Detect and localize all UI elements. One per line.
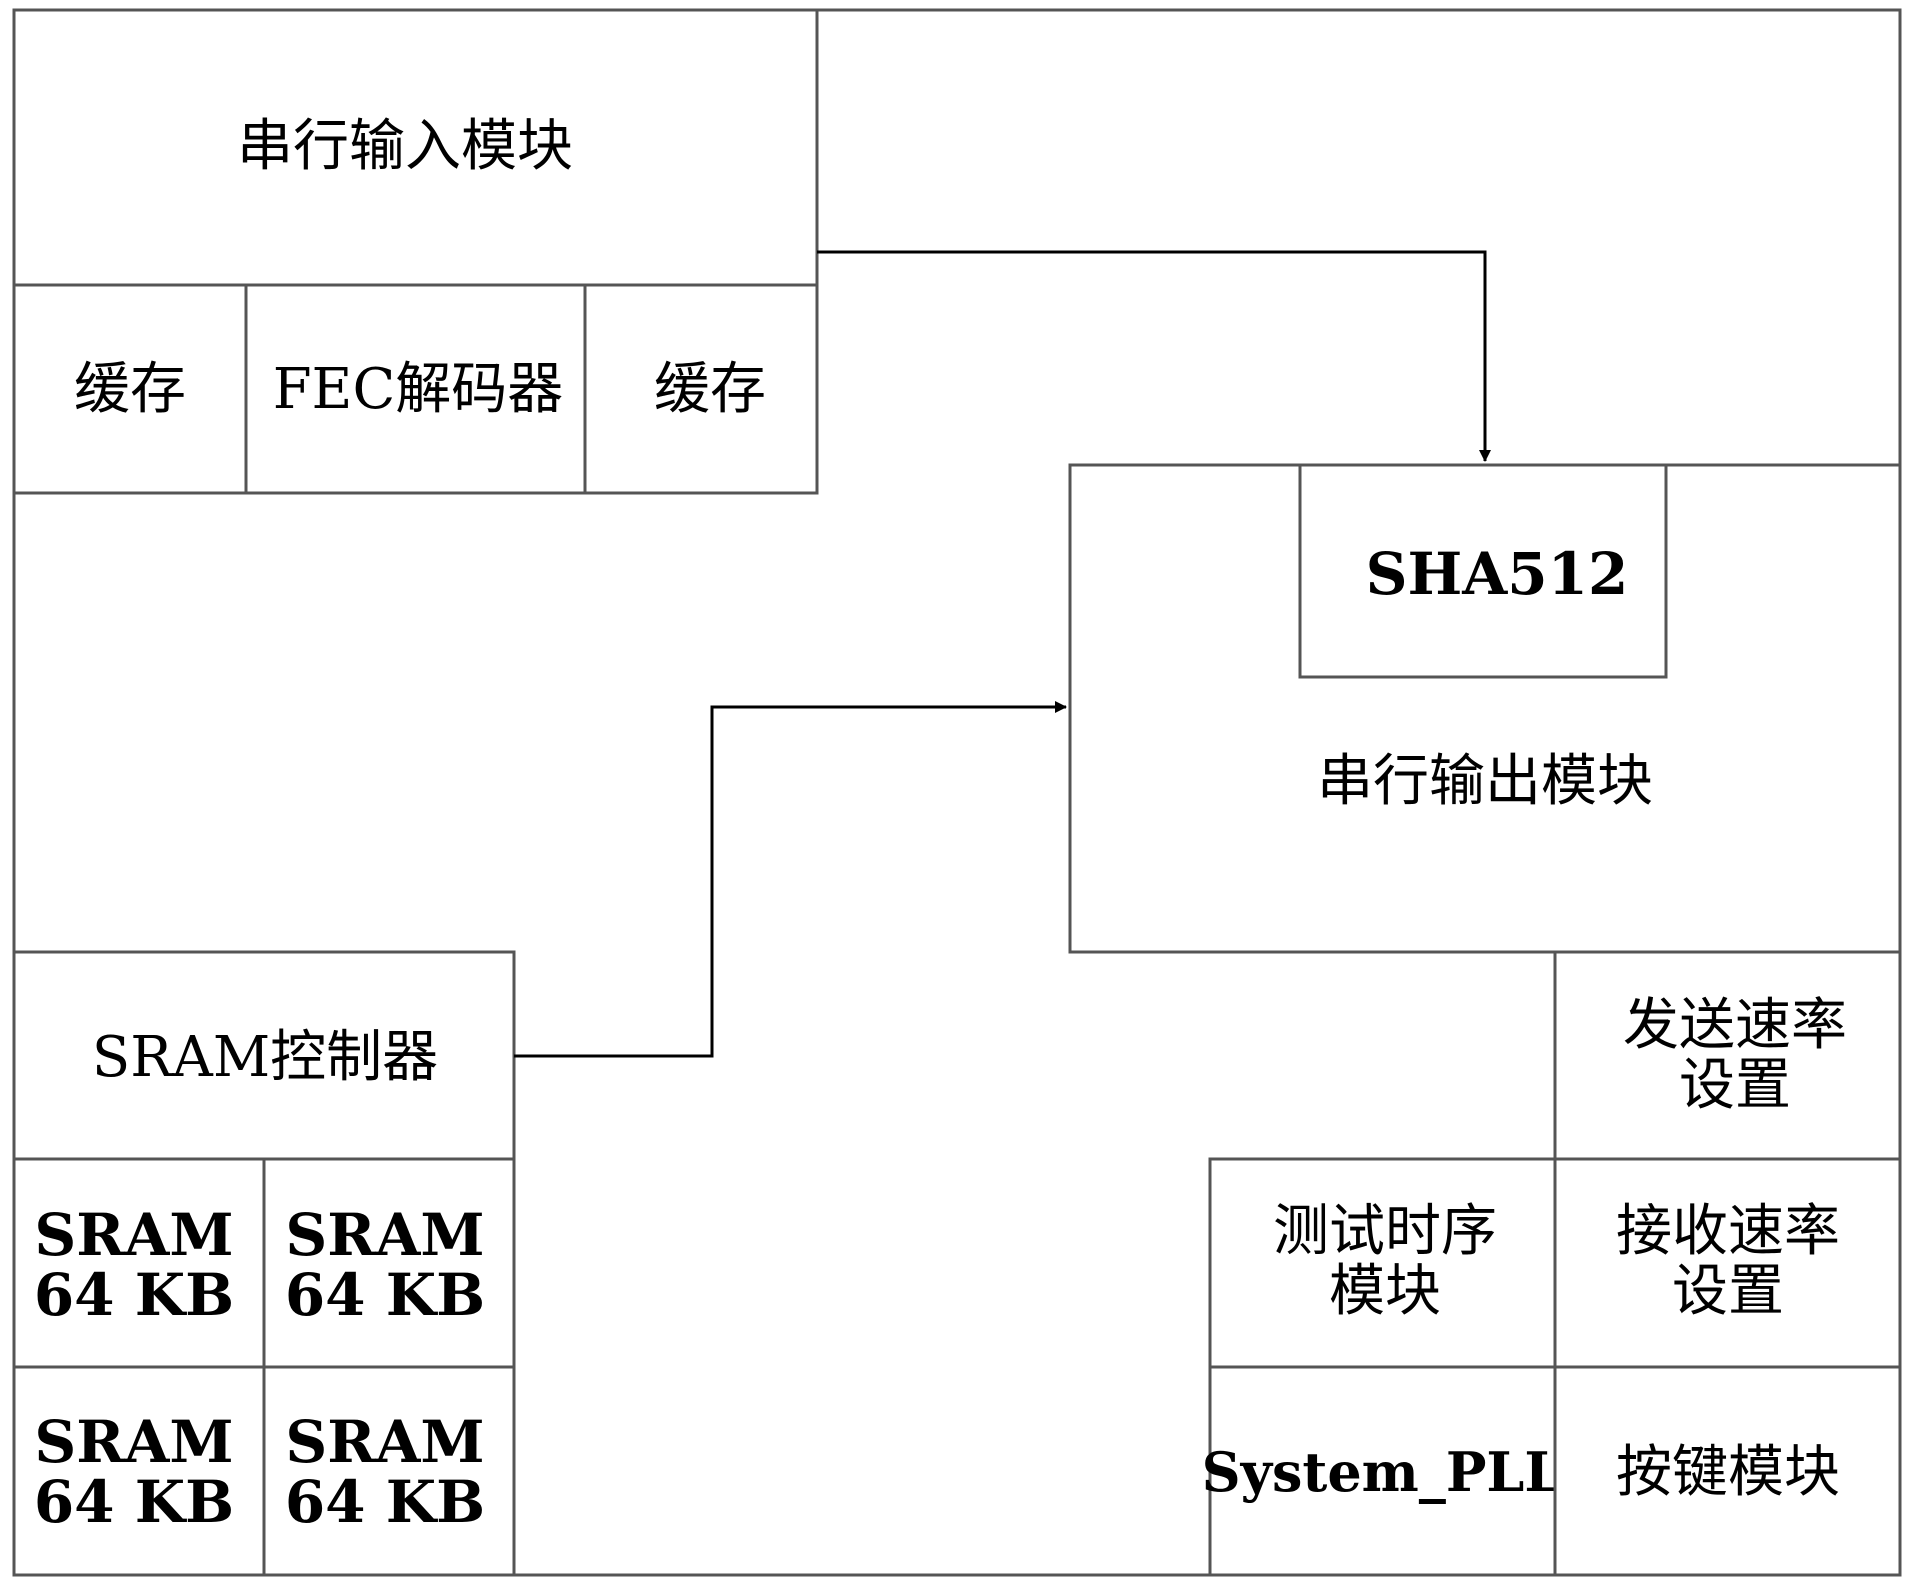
sram-bank-line1: SRAM (285, 1201, 484, 1269)
system-pll-block: System_PLL (1202, 1365, 1563, 1577)
key-module-block: 按键模块 (1553, 1365, 1902, 1577)
sram-bank-line2: 64 KB (285, 1468, 485, 1536)
sram-bank-line1: SRAM (34, 1408, 233, 1476)
sram-bank-box (262, 1365, 516, 1577)
serial-output-label: 串行输出模块 (1317, 749, 1653, 814)
serial-input-module: 串行输入模块 (12, 8, 819, 287)
send-rate-block: 发送速率 设置 (1553, 950, 1902, 1161)
fec-decoder-label: FEC解码器 (273, 357, 564, 422)
system-pll-label: System_PLL (1202, 1440, 1563, 1504)
receive-rate-line1: 接收速率 (1616, 1199, 1840, 1264)
sram-bank-box (12, 1157, 266, 1369)
cache-left-label: 缓存 (74, 357, 186, 422)
fec-decoder-block: FEC解码器 (244, 283, 587, 495)
system-pll-box (1208, 1365, 1557, 1577)
receive-rate-box (1553, 1157, 1902, 1369)
sram-bank-4: SRAM 64 KB (262, 1365, 516, 1577)
send-rate-box (1553, 950, 1902, 1161)
input-to-sha512-arrow (817, 250, 1491, 462)
serial-input-box (12, 8, 819, 287)
test-timing-line1: 测试时序 (1273, 1199, 1497, 1264)
sram-bank-line2: 64 KB (34, 1468, 234, 1536)
fec-decoder-box (244, 283, 587, 495)
sram-bank-2: SRAM 64 KB (262, 1157, 516, 1369)
cache-right-label: 缓存 (654, 357, 766, 422)
send-rate-line2: 设置 (1679, 1053, 1791, 1118)
receive-rate-block: 接收速率 设置 (1553, 1157, 1902, 1369)
sha512-label: SHA512 (1366, 540, 1629, 608)
sram-bank-box (12, 1365, 266, 1577)
sram-bank-line1: SRAM (285, 1408, 484, 1476)
cache-right-box (583, 283, 819, 495)
serial-input-label: 串行输入模块 (237, 114, 573, 179)
sram-controller-box (12, 950, 516, 1161)
sha512-box (1298, 463, 1668, 679)
key-module-box (1553, 1365, 1902, 1577)
test-timing-block: 测试时序 模块 (1208, 1157, 1557, 1369)
sram-controller-block: SRAM控制器 (12, 950, 516, 1161)
sram-bank-box (262, 1157, 516, 1369)
test-timing-box (1208, 1157, 1557, 1369)
key-module-label: 按键模块 (1616, 1440, 1840, 1505)
cache-right-block: 缓存 (583, 283, 819, 495)
sram-controller-label: SRAM控制器 (92, 1025, 438, 1090)
test-timing-line2: 模块 (1329, 1259, 1441, 1324)
cache-left-block: 缓存 (12, 283, 248, 495)
sram-bank-line2: 64 KB (34, 1261, 234, 1329)
sram-bank-3: SRAM 64 KB (12, 1365, 266, 1577)
receive-rate-line2: 设置 (1672, 1259, 1784, 1324)
sram-to-output-arrow (514, 701, 1067, 1058)
sram-bank-1: SRAM 64 KB (12, 1157, 266, 1369)
send-rate-line1: 发送速率 (1623, 993, 1847, 1058)
sram-bank-line2: 64 KB (285, 1261, 485, 1329)
sram-bank-line1: SRAM (34, 1201, 233, 1269)
cache-left-box (12, 283, 248, 495)
sha512-block: SHA512 (1298, 463, 1668, 679)
